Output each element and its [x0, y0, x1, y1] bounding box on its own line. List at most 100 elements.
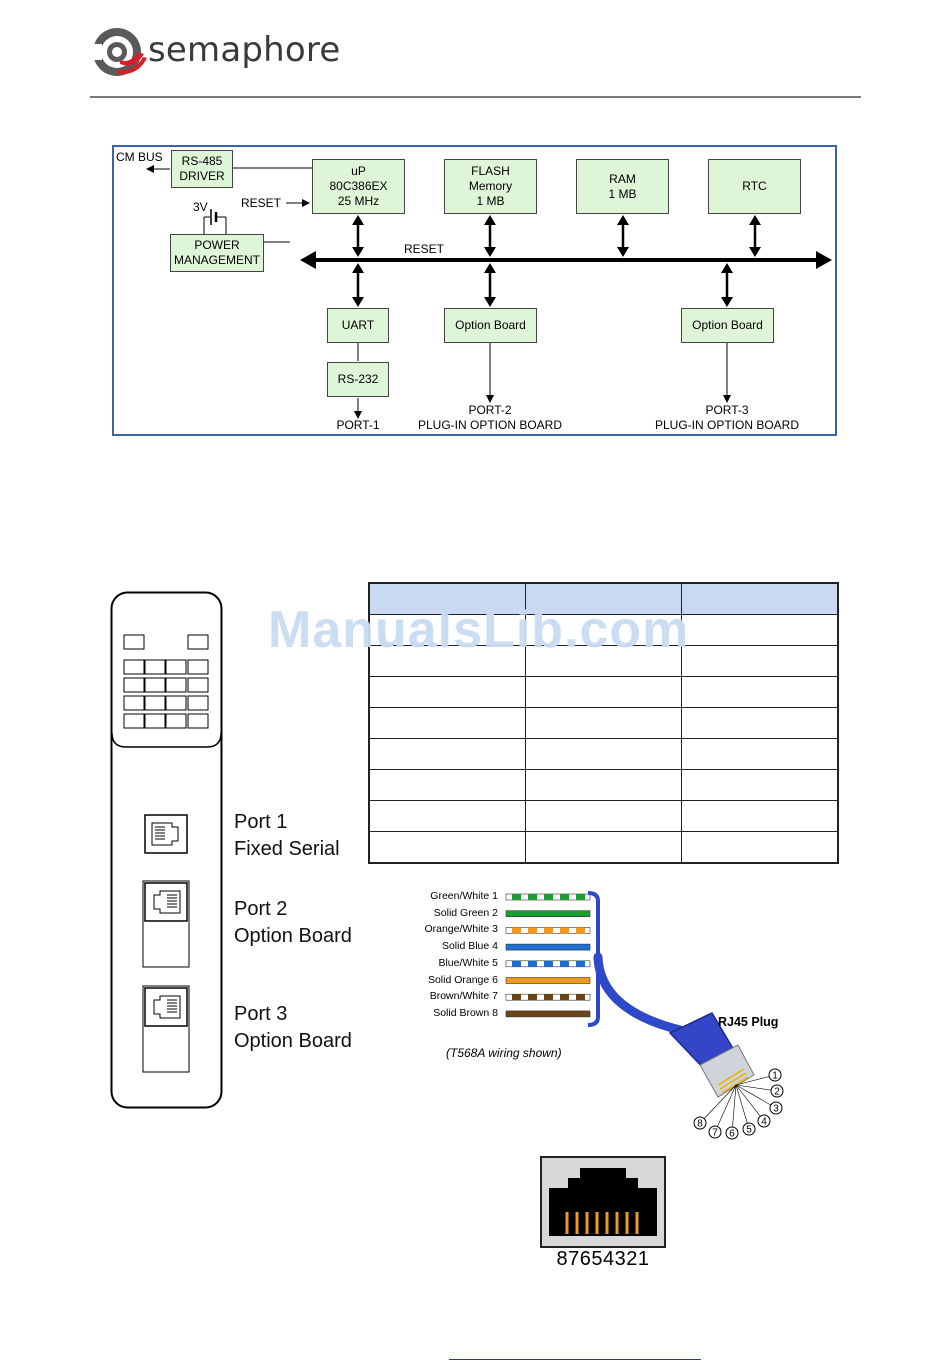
- rs232-label: RS-232: [337, 372, 379, 386]
- ram-line-1: RAM: [609, 171, 636, 186]
- pin-callout-number: 1: [772, 1071, 778, 1082]
- wire-bars: [505, 893, 591, 1018]
- wire-stripe: [560, 894, 569, 900]
- wire-pin-number: 8: [492, 1006, 498, 1019]
- pinout-table: [368, 582, 839, 864]
- rj45-jack-icon: [540, 1156, 666, 1248]
- uart-block: UART: [327, 308, 389, 343]
- device-front-panel: [110, 591, 223, 1109]
- power-mgmt-line-1: POWER: [194, 238, 240, 252]
- wire-label: Brown/White 7: [378, 990, 498, 1002]
- port3-subtitle: Option Board: [234, 1030, 352, 1052]
- pin-callout-circle: [768, 1068, 782, 1082]
- wire-pin-number: 4: [492, 940, 498, 953]
- wire-stripe: [576, 994, 585, 1001]
- footer-link-underline[interactable]: [449, 1359, 701, 1360]
- pin-callout-circle: [757, 1114, 771, 1128]
- port3-title: Port 3: [234, 1003, 288, 1025]
- wire-label: Solid Blue 4: [378, 940, 498, 952]
- port3-line-2: PLUG-IN OPTION BOARD: [654, 418, 800, 432]
- rtc-label: RTC: [742, 179, 767, 193]
- table-row: [368, 676, 839, 708]
- port1-description: Port 1 Fixed Serial: [234, 809, 340, 863]
- option-board-2-block: Option Board: [444, 308, 537, 343]
- wire-color-name: Solid Orange: [427, 973, 493, 986]
- rs485-line-2: DRIVER: [179, 169, 225, 183]
- rs485-line-1: RS-485: [181, 154, 223, 168]
- port1-label: PORT-1: [336, 418, 380, 432]
- reset-label-cpu: RESET: [241, 196, 282, 210]
- pin-leader-line: [699, 1084, 737, 1124]
- wire-pin-number: 1: [492, 890, 498, 902]
- wire-stripe: [528, 960, 537, 967]
- table-row: [368, 707, 839, 739]
- wire-stripe: [512, 894, 521, 900]
- semaphore-logo-icon: [92, 28, 147, 76]
- wire-bar: [505, 943, 591, 951]
- status-led-left: [123, 634, 145, 650]
- pin-leader-line: [735, 1084, 765, 1122]
- port2-title: Port 2: [234, 898, 288, 920]
- wire-stripe: [512, 960, 521, 967]
- pin-leader-line: [735, 1084, 750, 1130]
- wire-bar: [505, 1010, 591, 1018]
- wire-color-name: Orange/White: [424, 923, 493, 936]
- wire-color-name: Solid Green: [433, 906, 493, 919]
- pin-leader-line: [735, 1074, 776, 1086]
- block-diagram: CM BUS RS-485 DRIVER RESET 3V POWER MANA…: [112, 145, 837, 436]
- cm-bus-label: CM BUS: [116, 150, 163, 164]
- port1-title: Port 1: [234, 811, 288, 833]
- wire-stripe: [560, 994, 569, 1001]
- status-led-right: [187, 634, 209, 650]
- table-row: [368, 769, 839, 801]
- wire-stripe: [528, 994, 537, 1001]
- power-mgmt-line-2: MANAGEMENT: [173, 253, 260, 267]
- wire-color-name: Solid Brown: [433, 1006, 493, 1019]
- wire-stripe: [576, 960, 585, 967]
- rj45-plug-icon: [668, 1012, 755, 1098]
- port3-option-slot: [142, 985, 190, 1073]
- rs232-block: RS-232: [327, 362, 389, 397]
- pin-callout-number: 5: [746, 1125, 752, 1136]
- wire-pin-number: 6: [492, 973, 498, 986]
- page-header: semaphore: [0, 0, 950, 100]
- pin-callout-number: 6: [729, 1129, 735, 1140]
- cable-icon: [593, 952, 705, 1040]
- pin-callout-number: 8: [697, 1119, 703, 1130]
- wire-color-name: Blue/White: [438, 956, 493, 969]
- port2-subtitle: Option Board: [234, 925, 352, 947]
- table-row: [368, 645, 839, 677]
- wire-color-name: Green/White: [430, 890, 493, 902]
- option-board-3-label: Option Board: [692, 318, 763, 332]
- block-diagram-connectors: [146, 165, 832, 419]
- wire-label: Blue/White 5: [378, 957, 498, 969]
- cpu-line-1: uP: [351, 164, 366, 178]
- wire-bar: [505, 910, 591, 918]
- wire-stripe: [544, 994, 553, 1001]
- pin-callout-number: 3: [773, 1104, 779, 1115]
- pin-callout-number: 7: [712, 1128, 718, 1139]
- wire-stripe: [560, 927, 569, 934]
- port2-option-slot: [142, 880, 190, 968]
- wire-pin-number: 5: [492, 956, 498, 969]
- pin-callout-number: 2: [774, 1087, 780, 1098]
- pin-leader-line: [735, 1084, 778, 1092]
- wire-label: Solid Orange 6: [378, 974, 498, 986]
- wire-stripe: [544, 927, 553, 934]
- flash-line-1: FLASH: [471, 164, 510, 178]
- power-management-block: POWER MANAGEMENT: [170, 234, 264, 272]
- flash-line-2: Memory: [468, 179, 513, 193]
- wire-stripe: [544, 960, 553, 967]
- table-row: [368, 614, 839, 646]
- cpu-line-2: 80C386EX: [329, 179, 388, 193]
- table-row: [368, 800, 839, 832]
- wire-label: Solid Green 2: [378, 907, 498, 919]
- wire-pin-number: 2: [492, 906, 498, 919]
- wire-stripe: [512, 927, 521, 934]
- pin-callout-circle: [769, 1101, 783, 1115]
- wire-stripe: [576, 927, 585, 934]
- flash-line-3: 1 MB: [476, 194, 505, 208]
- battery-label: 3V: [193, 200, 208, 214]
